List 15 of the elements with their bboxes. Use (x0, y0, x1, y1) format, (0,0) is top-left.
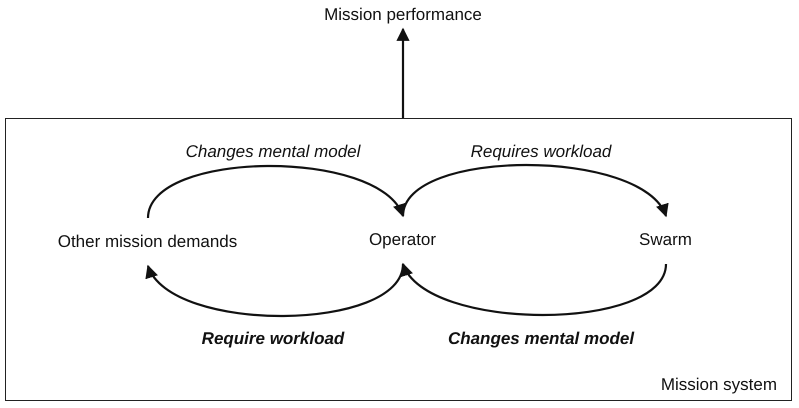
node-label: Other mission demands (58, 232, 238, 252)
arrow (146, 164, 404, 218)
frame-label: Mission system (660, 375, 777, 395)
system-frame (5, 118, 792, 401)
node-label: Mission performance (324, 5, 482, 25)
edge-label: Require workload (200, 329, 346, 349)
arrow (396, 28, 410, 118)
node-label: Operator (368, 230, 436, 250)
arrow (147, 264, 404, 318)
edge-label: Changes mental model (184, 142, 362, 162)
edge-label: Changes mental model (446, 329, 636, 349)
arrow (402, 262, 668, 316)
arrow (402, 164, 667, 218)
edge-label: Requires workload (468, 142, 614, 162)
node-label: Swarm (639, 230, 692, 250)
